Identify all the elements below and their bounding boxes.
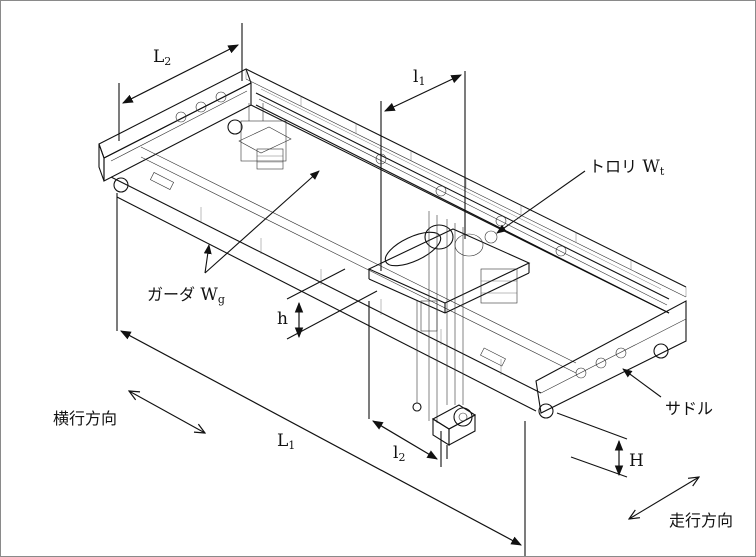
- travel-direction-arrow: [629, 477, 699, 519]
- L2-dimension-line: [122, 44, 239, 104]
- label-traverse-direction: 横行方向: [53, 409, 118, 428]
- label-H: H: [629, 451, 644, 471]
- trolley: [367, 224, 531, 332]
- girder-leader-far: [204, 170, 320, 274]
- h-extension-bottom: [286, 290, 378, 340]
- label-girder: ガーダ Wg: [147, 285, 225, 306]
- far-girder: [255, 88, 670, 314]
- operator-cabin: [238, 103, 292, 170]
- label-l2: l2: [393, 443, 406, 464]
- label-travel-direction: 走行方向: [669, 511, 734, 530]
- label-saddle: サドル: [665, 399, 714, 418]
- H-extension-top: [556, 412, 628, 440]
- h-extension-top: [286, 268, 346, 300]
- label-L2: L2: [153, 47, 172, 68]
- far-walkway-railing: [245, 68, 687, 314]
- near-girder: [110, 146, 577, 412]
- near-end-truck: [480, 300, 687, 419]
- trolley-leader: [496, 170, 586, 234]
- label-L1: L1: [277, 431, 296, 452]
- l1-dimension-line: [384, 74, 462, 112]
- traverse-direction-arrow: [129, 391, 205, 433]
- label-trolley: トロリ Wt: [589, 157, 665, 178]
- saddle-leader: [622, 368, 662, 398]
- girder-leader-near: [203, 244, 212, 274]
- label-l1: l1: [413, 67, 426, 88]
- L1-dimension-line: [120, 330, 522, 546]
- label-h: h: [277, 309, 288, 329]
